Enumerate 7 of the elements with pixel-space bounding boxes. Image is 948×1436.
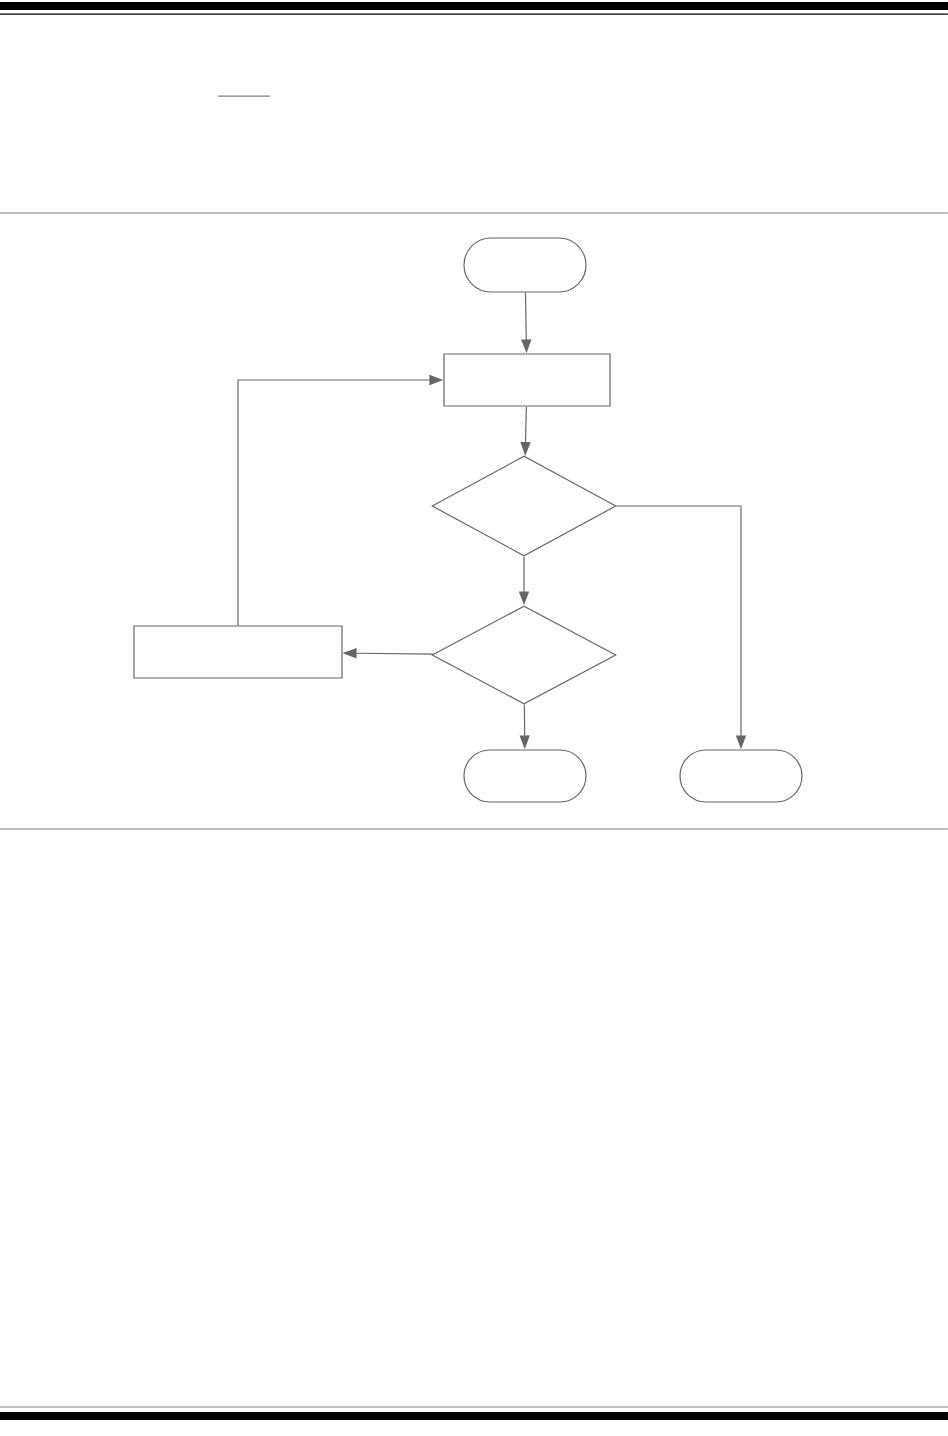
process-box <box>443 353 611 407</box>
terminal-shape <box>463 749 587 803</box>
decision-diamond <box>430 605 617 705</box>
terminal-shape <box>679 749 803 803</box>
process-box <box>133 625 343 679</box>
decision-diamond <box>431 455 617 557</box>
terminal-shape <box>463 237 587 293</box>
